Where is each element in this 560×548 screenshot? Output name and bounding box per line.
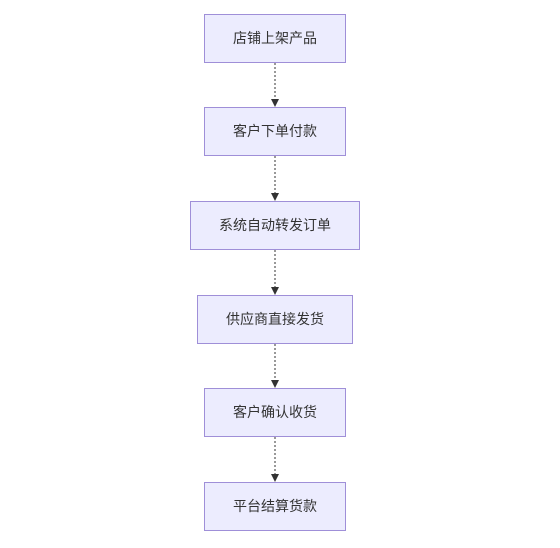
- edge-5: [271, 437, 279, 482]
- flow-node-2: 客户下单付款: [204, 107, 346, 156]
- flow-node-6-label: 平台结算货款: [233, 498, 317, 515]
- edge-3: [271, 250, 279, 295]
- edge-4-arrowhead: [271, 380, 279, 388]
- edge-1-arrowhead: [271, 99, 279, 107]
- edge-4: [271, 344, 279, 388]
- edge-3-arrowhead: [271, 287, 279, 295]
- flow-node-2-label: 客户下单付款: [233, 123, 317, 140]
- flow-node-4: 供应商直接发货: [197, 295, 353, 344]
- edge-2-arrowhead: [271, 193, 279, 201]
- edge-1: [271, 63, 279, 107]
- flow-node-6: 平台结算货款: [204, 482, 346, 531]
- flow-node-3: 系统自动转发订单: [190, 201, 360, 250]
- flow-node-5-label: 客户确认收货: [233, 404, 317, 421]
- flow-node-4-label: 供应商直接发货: [226, 311, 324, 328]
- edge-2: [271, 156, 279, 201]
- edge-5-arrowhead: [271, 474, 279, 482]
- flow-node-3-label: 系统自动转发订单: [219, 217, 331, 234]
- flow-node-5: 客户确认收货: [204, 388, 346, 437]
- flow-node-1: 店铺上架产品: [204, 14, 346, 63]
- flow-node-1-label: 店铺上架产品: [233, 30, 317, 47]
